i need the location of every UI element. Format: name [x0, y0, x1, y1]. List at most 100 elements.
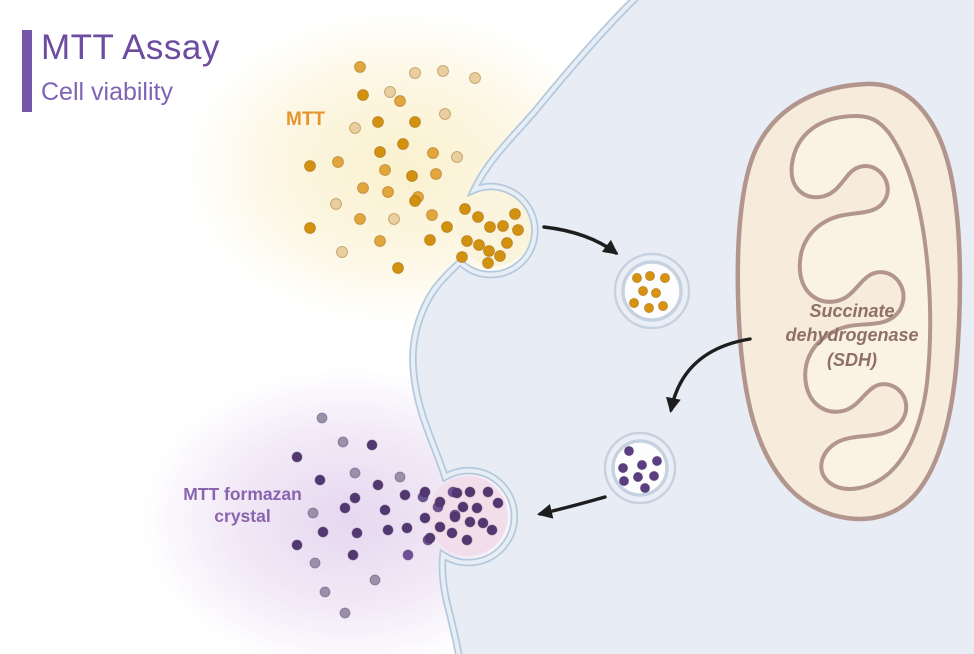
mtt-dot [382, 186, 394, 198]
vesicle-mtt-dot [631, 272, 643, 284]
mtt-dot [349, 122, 361, 134]
vesicle-formazan-dot [617, 462, 629, 474]
mtt-dot [304, 222, 316, 234]
vesicle-mtt-dot [650, 287, 662, 299]
formazan-dot [446, 527, 458, 539]
mtt-dot [472, 211, 484, 223]
formazan-dot [461, 534, 473, 546]
mtt-dot [409, 116, 421, 128]
mtt-dot [394, 95, 406, 107]
formazan-dot [372, 479, 384, 491]
formazan-dots [291, 412, 504, 619]
mtt-dot [406, 170, 418, 182]
vesicle-mtt-dot [637, 285, 649, 297]
mtt-dot [426, 209, 438, 221]
page-subtitle: Cell viability [41, 78, 173, 106]
mtt-dot [512, 224, 524, 236]
formazan-dot [379, 504, 391, 516]
vesicle-formazan-dot [623, 445, 635, 457]
mtt-dot [379, 164, 391, 176]
vesicle-mtt-dot [644, 270, 656, 282]
mtt-dot [459, 203, 471, 215]
formazan-dot [419, 486, 431, 498]
formazan-dot [399, 489, 411, 501]
mtt-dot [354, 213, 366, 225]
formazan-dot [291, 539, 303, 551]
formazan-dot [369, 574, 381, 586]
formazan-dot [401, 522, 413, 534]
formazan-dot [347, 549, 359, 561]
mtt-dot [384, 86, 396, 98]
mtt-dot [451, 151, 463, 163]
mtt-dot [501, 237, 513, 249]
formazan-dot [309, 557, 321, 569]
formazan-dot [464, 516, 476, 528]
title-accent-bar [22, 30, 32, 112]
sdh-label: Succinate dehydrogenase (SDH) [785, 301, 919, 370]
formazan-dot [317, 526, 329, 538]
mtt-dot [430, 168, 442, 180]
vesicle-formazan-dots [617, 445, 663, 494]
mtt-dot [497, 220, 509, 232]
mtt-dot [336, 246, 348, 258]
mtt-dot [456, 251, 468, 263]
page-title: MTT Assay [41, 28, 220, 67]
mtt-dot [354, 61, 366, 73]
mitochondrion-cristae [789, 114, 933, 491]
arrow-endocytosis [542, 225, 619, 255]
mtt-label: MTT [286, 109, 326, 130]
formazan-dot [291, 451, 303, 463]
vesicle-formazan-dot [632, 471, 644, 483]
mtt-dot [439, 108, 451, 120]
mtt-dot [409, 67, 421, 79]
formazan-dot [434, 496, 446, 508]
mtt-dot [374, 235, 386, 247]
vesicle-mtt-dot [659, 272, 671, 284]
formazan-dot [457, 501, 469, 513]
vesicle-mtt-dot [628, 297, 640, 309]
formazan-dot [449, 511, 461, 523]
formazan-dot [471, 502, 483, 514]
mtt-dot [374, 146, 386, 158]
vesicle-mtt-dots [628, 270, 671, 314]
mtt-dots [304, 61, 524, 274]
mtt-dot [372, 116, 384, 128]
formazan-dot [492, 497, 504, 509]
vesicle-formazan-dot [636, 459, 648, 471]
mtt-dot [397, 138, 409, 150]
formazan-dot [477, 517, 489, 529]
mitochondrion [735, 81, 963, 522]
formazan-dot [419, 512, 431, 524]
formazan-dot [349, 492, 361, 504]
arrow-sdh-to-vesicle [666, 337, 752, 413]
mtt-dot [330, 198, 342, 210]
mtt-dot [424, 234, 436, 246]
vesicle-formazan-dot [639, 482, 651, 494]
formazan-dot [424, 532, 436, 544]
vesicle-formazan [603, 431, 677, 505]
mtt-dot [332, 156, 344, 168]
mtt-dot [469, 72, 481, 84]
formazan-dot [451, 487, 463, 499]
mtt-dot [441, 221, 453, 233]
mtt-dot [388, 213, 400, 225]
vesicle-formazan-dot [648, 470, 660, 482]
formazan-dot [314, 474, 326, 486]
mtt-dot [409, 195, 421, 207]
mtt-dot [509, 208, 521, 220]
mtt-dot [304, 160, 316, 172]
formazan-dot [366, 439, 378, 451]
vesicle-mtt-dot [643, 302, 655, 314]
mtt-dot [437, 65, 449, 77]
mtt-dot [482, 257, 494, 269]
mtt-dot [494, 250, 506, 262]
formazan-dot [394, 471, 406, 483]
vesicle-formazan-dot [651, 455, 663, 467]
formazan-dot [351, 527, 363, 539]
mtt-dot [483, 245, 495, 257]
formazan-dot [434, 521, 446, 533]
formazan-crystal-label: MTT formazan crystal [183, 484, 302, 526]
formazan-dot [339, 502, 351, 514]
formazan-dot [382, 524, 394, 536]
